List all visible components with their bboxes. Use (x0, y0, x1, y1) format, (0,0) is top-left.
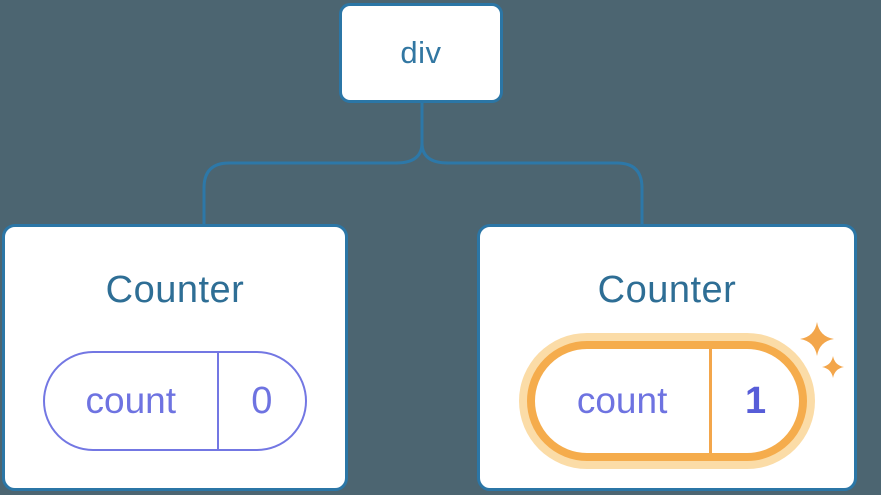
sparkles-icon (800, 322, 844, 378)
root-node-label: div (400, 35, 442, 70)
state-pill: count 0 (43, 351, 307, 451)
state-pill-highlighted: count 1 (527, 341, 807, 461)
state-key-label: count (45, 353, 219, 449)
state-key-label: count (535, 349, 713, 453)
root-node: div (339, 3, 503, 103)
state-value-label: 1 (745, 379, 767, 422)
counter-card: Counter count 0 (2, 224, 348, 491)
state-value-label: 0 (251, 379, 273, 422)
component-title: Counter (597, 269, 737, 311)
component-title: Counter (105, 269, 245, 311)
counter-card-highlighted: Counter count 1 (477, 224, 857, 491)
